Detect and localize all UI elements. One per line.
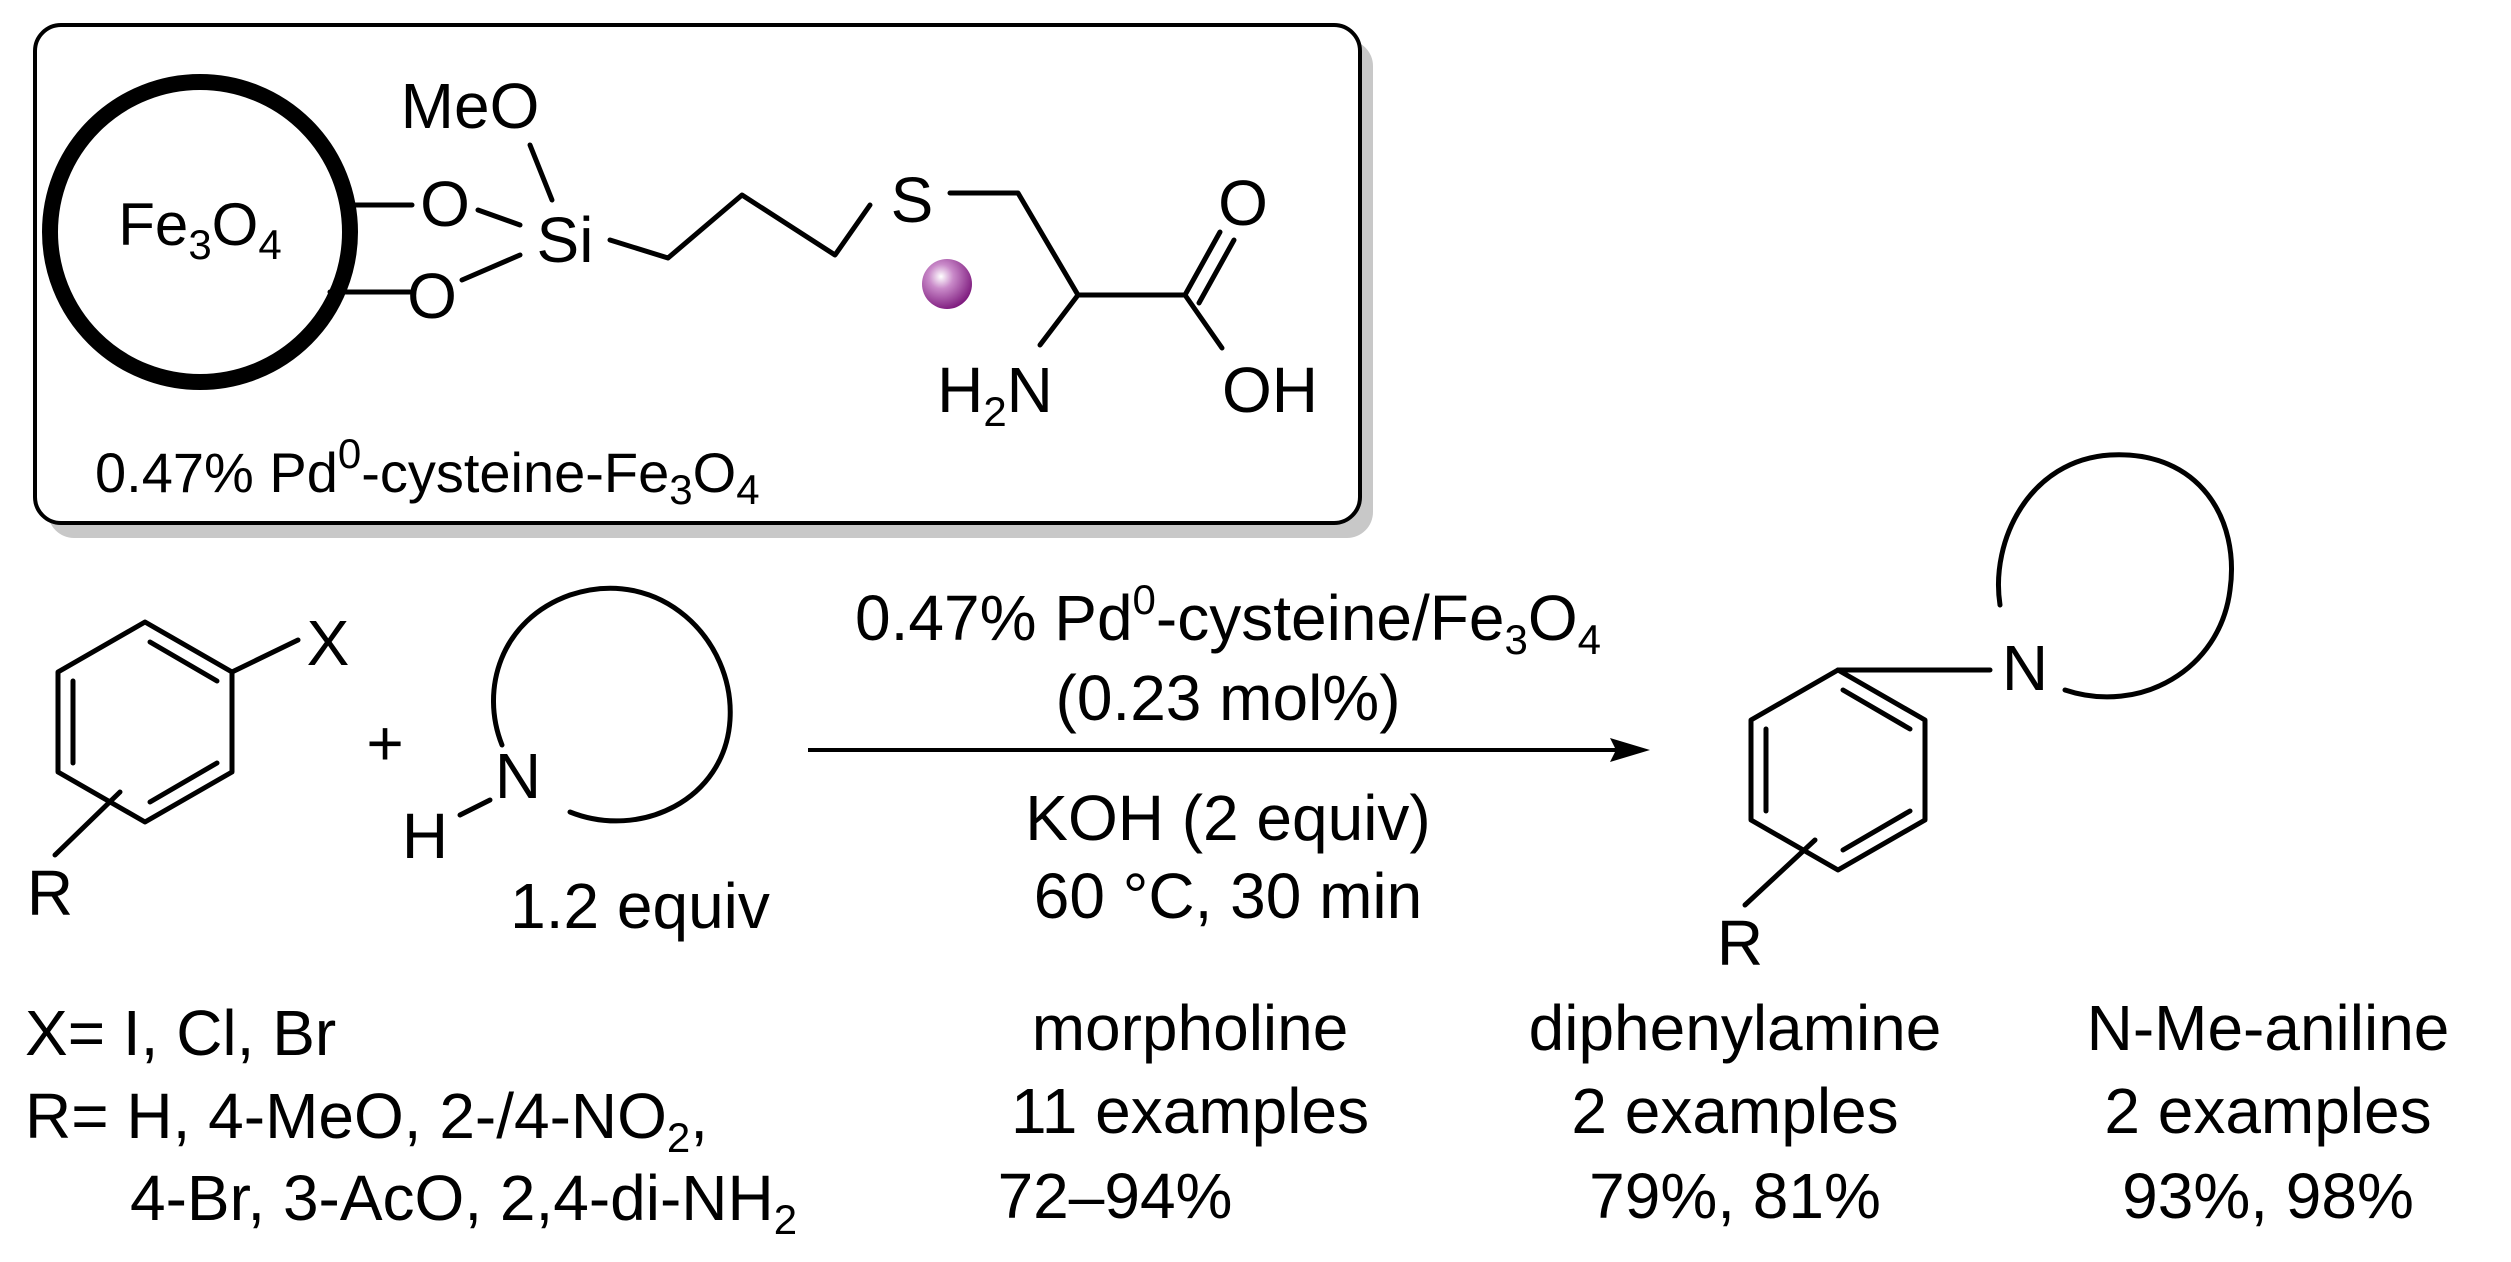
conditions-line4: 60 °C, 30 min <box>1034 860 1422 932</box>
atom-o-carbonyl: O <box>1218 167 1268 239</box>
atom-meo: MeO <box>401 70 540 142</box>
bond-ring-r-product <box>1742 837 1818 908</box>
cysteine-backbone <box>947 190 1188 298</box>
scope-diphenylamine-name: diphenylamine <box>1529 992 1942 1064</box>
ring-inner-bond-2 <box>147 760 220 805</box>
product-inner-bond-1 <box>1840 687 1913 732</box>
atom-oh: OH <box>1222 354 1318 426</box>
bond-ring-r <box>52 789 123 858</box>
scope-n-me-aniline-yield: 93%, 98% <box>2122 1160 2414 1232</box>
bond-ring-x <box>229 637 301 675</box>
aryl-halide: X R <box>27 607 349 929</box>
bond-c-oh <box>1182 292 1225 351</box>
conditions-line1: 0.47% Pd0-cysteine/Fe3O4 <box>855 576 1601 663</box>
atom-s: S <box>891 164 934 236</box>
atom-r-reactant: R <box>27 857 73 929</box>
atom-n-product: N <box>2002 632 2048 704</box>
reaction-arrow-group: 0.47% Pd0-cysteine/Fe3O4 (0.23 mol%) KOH… <box>808 576 1650 932</box>
scope-n-me-aniline-name: N-Me-aniline <box>2087 992 2450 1064</box>
product-ring-arc <box>1996 452 2234 700</box>
atom-si: Si <box>537 204 594 276</box>
scope-morpholine-count: 11 examples <box>1011 1075 1369 1147</box>
catalyst-box: Fe3O4 MeO O O Si S O OH H2N 0.47% Pd0-cy… <box>33 23 1373 538</box>
benzene-ring-reactant <box>55 619 235 825</box>
scope-n-me-aniline-count: 2 examples <box>2104 1075 2431 1147</box>
atom-o-top: O <box>420 168 470 240</box>
bond-o-si-top <box>475 207 523 228</box>
substrate-scope: X= I, Cl, Br R= H, 4-MeO, 2-/4-NO2, 4-Br… <box>25 992 2449 1243</box>
cyclic-amine: N H 1.2 equiv <box>402 585 770 942</box>
atom-r-product: R <box>1717 907 1763 979</box>
scope-diphenylamine-count: 2 examples <box>1571 1075 1898 1147</box>
scope-morpholine-yield: 72–94% <box>998 1160 1233 1232</box>
atom-o-bottom: O <box>407 260 457 332</box>
product-inner-bond-2 <box>1840 808 1913 853</box>
atom-h2n: H2N <box>937 354 1053 435</box>
scope-diphenylamine-yield: 79%, 81% <box>1589 1160 1881 1232</box>
scope-x-line: X= I, Cl, Br <box>25 997 336 1069</box>
atom-h-amine: H <box>402 800 448 872</box>
conditions-line2: (0.23 mol%) <box>1056 662 1401 734</box>
product: N R <box>1717 452 2234 979</box>
fe3o4-particle <box>42 74 358 390</box>
bond-ca-n <box>1037 292 1081 348</box>
bond-c-o-double-2 <box>1196 237 1237 306</box>
amine-equiv: 1.2 equiv <box>510 870 770 942</box>
ring-inner-bond-1 <box>147 639 220 684</box>
scope-r-line2: 4-Br, 3-AcO, 2,4-di-NH2 <box>130 1162 797 1243</box>
scope-morpholine-name: morpholine <box>1032 992 1349 1064</box>
conditions-line3: KOH (2 equiv) <box>1025 782 1430 854</box>
bond-o-si-bottom <box>459 252 523 283</box>
atom-n-amine: N <box>495 740 541 812</box>
amine-ring-arc <box>491 585 733 824</box>
scope-r-line1: R= H, 4-MeO, 2-/4-NO2, <box>25 1080 708 1161</box>
plus-sign: + <box>366 707 403 779</box>
bond-meo-si <box>527 142 555 203</box>
bond-c-o-double-1 <box>1182 229 1223 298</box>
arrow-head-icon <box>1610 738 1650 762</box>
propyl-chain <box>607 192 873 261</box>
pd-nanoparticle <box>922 259 972 309</box>
benzene-ring-product <box>1748 667 1928 873</box>
catalyst-box-frame <box>33 23 1362 525</box>
fe3o4-label: Fe3O4 <box>118 191 281 268</box>
atom-x: X <box>307 607 350 679</box>
bond-n-h <box>457 797 493 818</box>
catalyst-caption: 0.47% Pd0-cysteine-Fe3O4 <box>95 430 760 513</box>
